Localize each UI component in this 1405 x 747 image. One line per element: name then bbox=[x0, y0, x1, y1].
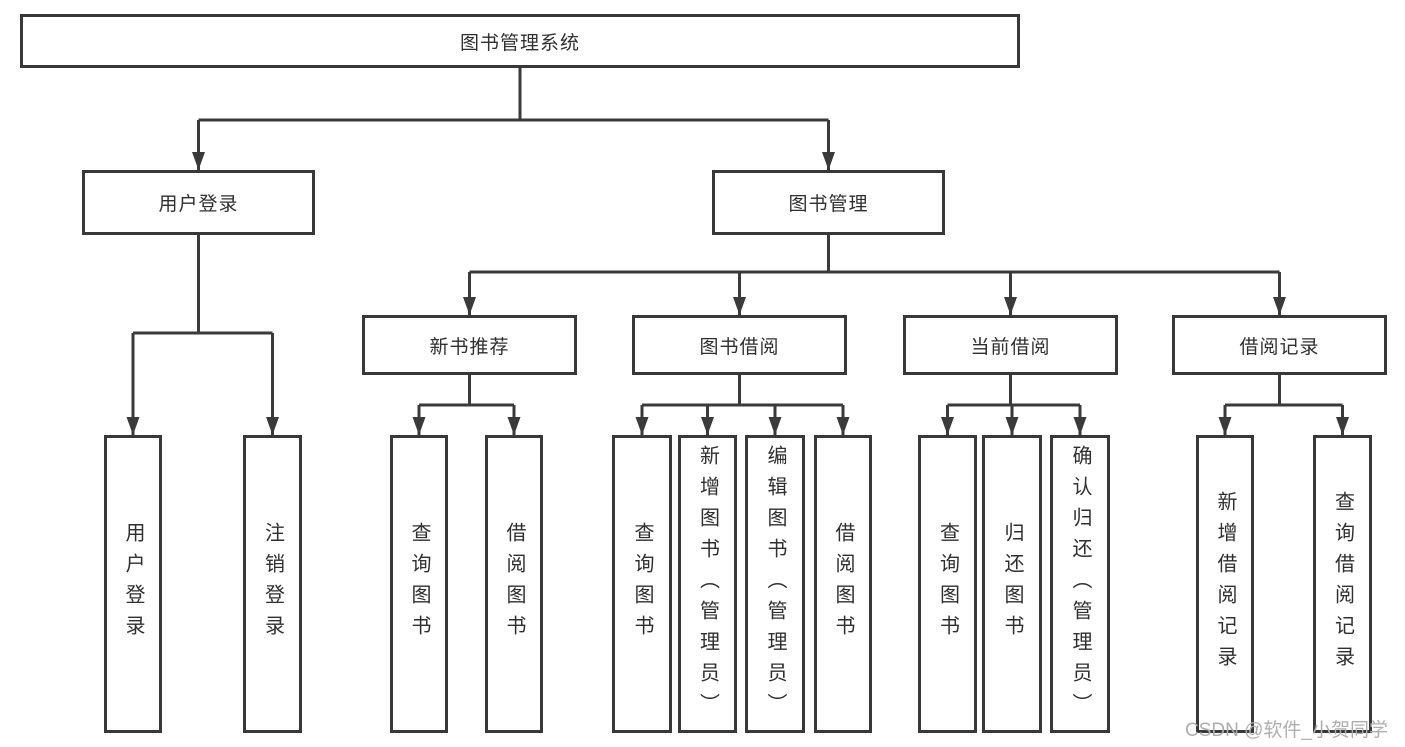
leaf-confirm-return-admin: 确认归还（管理员） bbox=[1050, 435, 1110, 733]
node-book-management: 图书管理 bbox=[712, 170, 945, 235]
leaf-logout: 注销登录 bbox=[243, 435, 302, 733]
leaf-query-books-1: 查询图书 bbox=[390, 435, 448, 733]
node-new-book-recommend: 新书推荐 bbox=[362, 315, 577, 375]
node-current-borrowing-label: 当前借阅 bbox=[970, 336, 1051, 358]
leaf-borrow-books-1: 借阅图书 bbox=[485, 435, 543, 733]
leaf-query-borrow-record-label: 查询借阅记录 bbox=[1331, 491, 1354, 677]
leaf-query-borrow-record: 查询借阅记录 bbox=[1313, 435, 1372, 733]
leaf-query-books-2: 查询图书 bbox=[612, 435, 672, 733]
leaf-add-borrow-record: 新增借阅记录 bbox=[1196, 435, 1254, 733]
leaf-borrow-books-1-label: 借阅图书 bbox=[503, 522, 525, 646]
leaf-user-login-label: 用户登录 bbox=[122, 522, 144, 646]
leaf-logout-label: 注销登录 bbox=[261, 522, 284, 646]
leaf-query-books-3: 查询图书 bbox=[918, 435, 977, 733]
node-book-borrowing: 图书借阅 bbox=[632, 315, 847, 375]
leaf-add-borrow-record-label: 新增借阅记录 bbox=[1214, 491, 1236, 677]
leaf-add-books-admin-label: 新增图书（管理员） bbox=[696, 444, 719, 724]
node-user-login: 用户登录 bbox=[82, 170, 315, 235]
node-book-borrowing-label: 图书借阅 bbox=[699, 336, 780, 358]
leaf-query-books-2-label: 查询图书 bbox=[631, 522, 653, 646]
node-current-borrowing: 当前借阅 bbox=[903, 315, 1118, 375]
leaf-return-books: 归还图书 bbox=[982, 435, 1042, 733]
node-root: 图书管理系统 bbox=[20, 14, 1020, 68]
leaf-add-books-admin: 新增图书（管理员） bbox=[678, 435, 737, 733]
node-root-label: 图书管理系统 bbox=[459, 32, 580, 54]
leaf-confirm-return-admin-label: 确认归还（管理员） bbox=[1069, 444, 1091, 724]
node-user-login-label: 用户登录 bbox=[158, 194, 239, 215]
node-borrowing-records: 借阅记录 bbox=[1172, 315, 1387, 375]
leaf-query-books-1-label: 查询图书 bbox=[408, 522, 430, 646]
node-book-management-label: 图书管理 bbox=[788, 194, 869, 215]
leaf-user-login: 用户登录 bbox=[104, 435, 162, 733]
leaf-borrow-books-2: 借阅图书 bbox=[814, 435, 872, 733]
leaf-borrow-books-2-label: 借阅图书 bbox=[832, 522, 854, 646]
leaf-edit-books-admin-label: 编辑图书（管理员） bbox=[764, 444, 786, 724]
leaf-return-books-label: 归还图书 bbox=[1001, 522, 1023, 646]
leaf-query-books-3-label: 查询图书 bbox=[936, 522, 959, 646]
node-borrowing-records-label: 借阅记录 bbox=[1239, 336, 1320, 358]
node-new-book-recommend-label: 新书推荐 bbox=[429, 336, 510, 358]
leaf-edit-books-admin: 编辑图书（管理员） bbox=[745, 435, 805, 733]
csdn-watermark: CSDN @软件_小贺同学 bbox=[1185, 720, 1388, 741]
